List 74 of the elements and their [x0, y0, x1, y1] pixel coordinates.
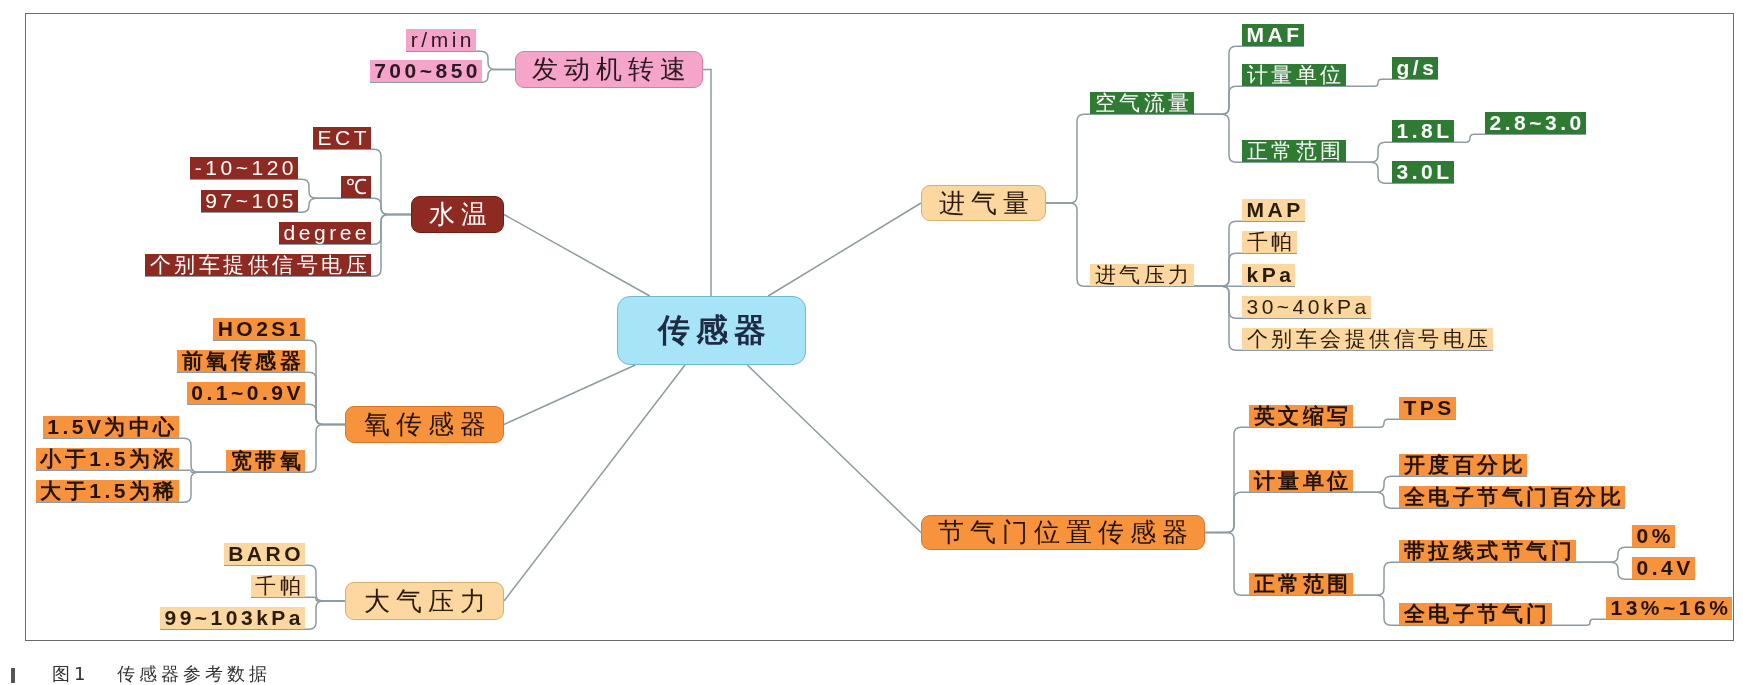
subtopic-label: degree [279, 222, 371, 245]
topic-box: 氧传感器 [345, 406, 504, 443]
subtopic-label: -10~120 [190, 157, 298, 180]
subtopic-label: r/min [406, 29, 476, 52]
connector-line [1550, 618, 1607, 627]
subtopic-label: 正常范围 [1242, 140, 1346, 163]
subtopic-label: MAF [1242, 24, 1304, 47]
subtopic-label: kPa [1242, 264, 1296, 287]
subtopic-label: ECT [313, 127, 371, 150]
subtopic-label: 空气流量 [1090, 92, 1194, 115]
connector-line [1045, 202, 1091, 288]
connector-line [1204, 531, 1250, 597]
subtopic-label: 大于1.5为稀 [35, 480, 179, 503]
connector-line [1575, 561, 1633, 581]
subtopic-label: 正常范围 [1249, 573, 1353, 596]
subtopic-label: 1.5V为中心 [42, 416, 179, 439]
subtopic-label: MAP [1242, 199, 1305, 222]
subtopic-label: 进气压力 [1090, 264, 1194, 287]
subtopic-label: 计量单位 [1242, 64, 1346, 87]
subtopic-label: 小于1.5为浓 [35, 448, 179, 471]
subtopic-label: 2.8~3.0 [1485, 112, 1586, 135]
subtopic-label: 全电子节气门 [1399, 603, 1552, 626]
connector-line [1351, 491, 1400, 510]
connector-line [702, 68, 712, 297]
subtopic-label: TPS [1399, 397, 1456, 420]
central-topic-box: 传感器 [617, 296, 806, 365]
connector-line [1351, 418, 1400, 429]
connector-line [1344, 161, 1393, 185]
subtopic-label: 带拉线式节气门 [1399, 540, 1576, 563]
subtopic-label: 全电子节气门百分比 [1399, 486, 1625, 509]
subtopic-label: HO2S1 [213, 318, 305, 341]
connector-line [1192, 113, 1243, 164]
subtopic-label: 宽带氧 [226, 450, 305, 473]
connector-line [1351, 594, 1400, 627]
topic-box: 大气压力 [345, 582, 504, 620]
subtopic-label: 个别车会提供信号电压 [1242, 328, 1493, 351]
subtopic-label: 开度百分比 [1399, 454, 1527, 477]
connector-line [503, 213, 651, 297]
subtopic-label: BARO [223, 543, 305, 566]
subtopic-label: 30~40kPa [1242, 296, 1371, 319]
topic-box: 节气门位置传感器 [921, 515, 1205, 550]
subtopic-label: 0% [1632, 525, 1675, 548]
connector-line [1192, 285, 1243, 352]
subtopic-label: ℃ [341, 176, 371, 199]
subtopic-label: g/s [1392, 57, 1439, 80]
subtopic-label: 0.4V [1632, 557, 1695, 580]
subtopic-label: 个别车提供信号电压 [145, 254, 371, 277]
subtopic-label: 英文缩写 [1249, 405, 1353, 428]
subtopic-label: 千帕 [1242, 231, 1297, 254]
connector-line [503, 364, 686, 602]
subtopic-label: 13%~16% [1606, 597, 1733, 620]
subtopic-label: 千帕 [250, 575, 305, 598]
subtopic-label: 3.0L [1392, 161, 1454, 184]
subtopic-label: 99~103kPa [159, 607, 305, 630]
connector-line [767, 202, 922, 297]
topic-box: 水温 [411, 196, 504, 233]
connector-line [1344, 78, 1393, 88]
connector-line [481, 68, 516, 84]
subtopic-label: 0.1~0.9V [186, 382, 305, 405]
topic-box: 发动机转速 [515, 51, 703, 88]
figure-caption: 图1 传感器参考数据 [52, 663, 272, 684]
subtopic-label: 1.8L [1392, 120, 1454, 143]
connector-line [503, 364, 637, 426]
subtopic-label: 前氧传感器 [177, 350, 305, 373]
connector-line [370, 213, 412, 278]
subtopic-label: 计量单位 [1249, 470, 1353, 493]
connector-line [746, 364, 922, 534]
connector-line [304, 600, 346, 631]
connector-line [1452, 133, 1486, 144]
connector-line [297, 197, 342, 214]
subtopic-label: 700~850 [369, 60, 482, 83]
connector-line [178, 471, 227, 504]
subtopic-label: 97~105 [200, 190, 298, 213]
topic-box: 进气量 [921, 185, 1046, 221]
